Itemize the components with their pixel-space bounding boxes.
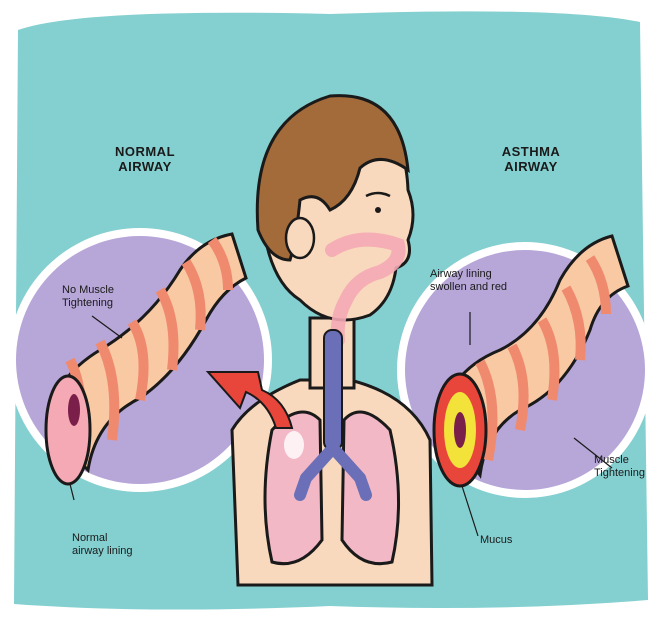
lining-swollen-line1: Airway lining bbox=[430, 268, 507, 281]
lining-swollen-line2: swollen and red bbox=[430, 281, 507, 294]
asthma-heading-line1: ASTHMA bbox=[486, 144, 576, 159]
normal-heading-line1: NORMAL bbox=[100, 144, 190, 159]
normal-lining-line2: airway lining bbox=[72, 545, 133, 558]
normal-lining-line1: Normal bbox=[72, 532, 133, 545]
no-muscle-line1: No Muscle bbox=[62, 284, 114, 297]
asthma-airway-heading: ASTHMA AIRWAY bbox=[486, 144, 576, 174]
airway-lining-swollen-label: Airway lining swollen and red bbox=[430, 268, 507, 294]
normal-heading-line2: AIRWAY bbox=[100, 159, 190, 174]
no-muscle-tightening-label: No Muscle Tightening bbox=[62, 284, 114, 310]
muscle-tightening-line2: Tightening bbox=[594, 467, 645, 480]
asthma-heading-line2: AIRWAY bbox=[486, 159, 576, 174]
muscle-tightening-label: Muscle Tightening bbox=[594, 454, 645, 480]
no-muscle-line2: Tightening bbox=[62, 297, 114, 310]
muscle-tightening-line1: Muscle bbox=[594, 454, 645, 467]
mucus-label: Mucus bbox=[480, 534, 512, 547]
normal-airway-lining-label: Normal airway lining bbox=[72, 532, 133, 558]
normal-airway-heading: NORMAL AIRWAY bbox=[100, 144, 190, 174]
